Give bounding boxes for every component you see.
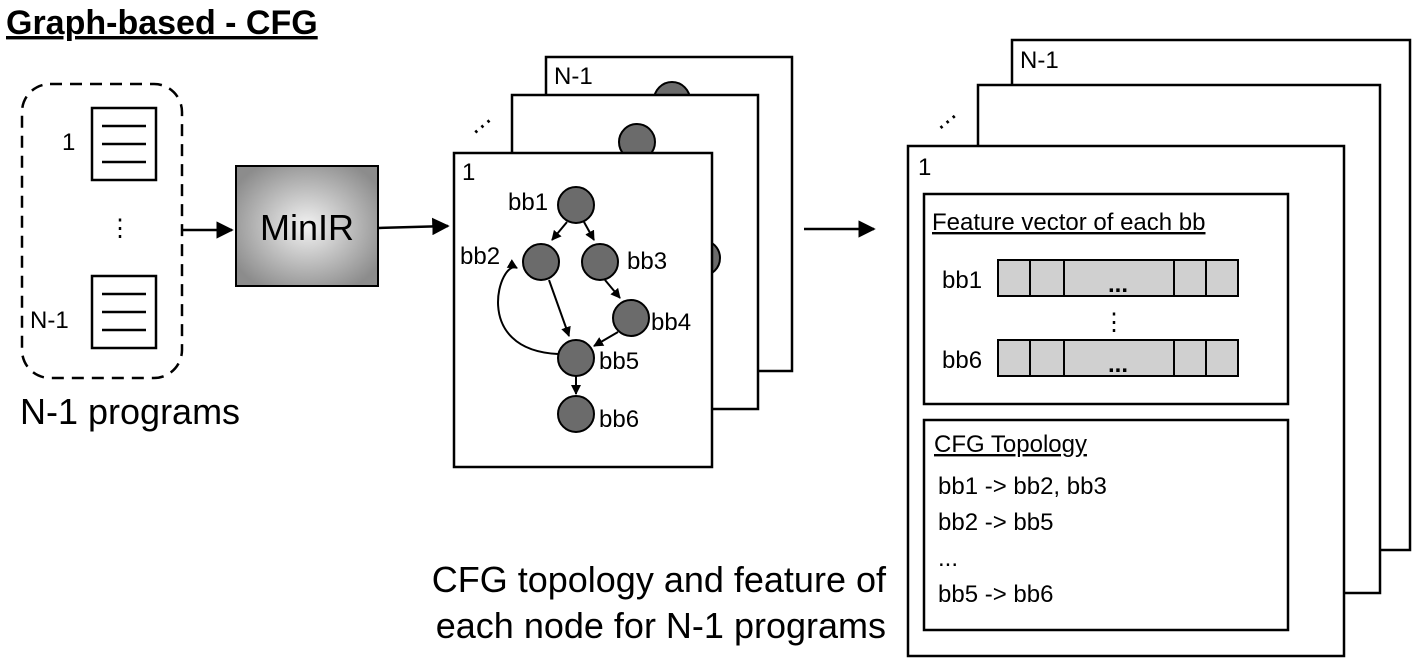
edge-bb5-bb2-back <box>497 259 559 355</box>
feature-row-label-bb6: bb6 <box>942 347 982 374</box>
feature-stack: N-1 ⋯ 1 Feature vector of each bb bb1 ..… <box>906 38 1412 658</box>
feature-vector-title: Feature vector of each bb <box>932 209 1206 236</box>
cfg-node-label-bb2: bb2 <box>460 243 500 270</box>
arrow-minir-to-cfg <box>377 217 450 236</box>
cfg-topology-title: CFG Topology <box>934 431 1087 458</box>
topology-line-3: ... <box>938 545 958 572</box>
program-index-first: 1 <box>62 129 75 156</box>
edge-bb2-bb5 <box>548 279 571 337</box>
cfg-node-bb6 <box>557 395 595 433</box>
cfg-node-label-bb6: bb6 <box>599 406 639 433</box>
feature-vector-bb6: ... <box>997 339 1239 378</box>
edge-bb3-bb4 <box>604 279 621 299</box>
cfg-node-bb4 <box>612 299 650 337</box>
cfg-stack-ellipsis: ⋯ <box>464 108 500 144</box>
cfg-stack: N-1 ⋯ 1 bb1 bb2 bb3 bb4 bb5 bb6 <box>452 55 794 469</box>
document-icon-first <box>90 106 158 182</box>
feature-vector-bb1-ellipsis: ... <box>1108 271 1128 298</box>
cfg-page-front-label: 1 <box>462 159 475 186</box>
programs-vertical-dots: ⋮ <box>108 215 132 242</box>
programs-group: 1 ⋮ N-1 N-1 programs <box>20 82 240 432</box>
cfg-node-bb1 <box>557 186 595 224</box>
feature-row-label-bb1: bb1 <box>942 267 982 294</box>
edge-bb1-bb3 <box>583 221 595 241</box>
diagram-title: Graph-based - CFG <box>6 4 318 42</box>
minir-label: MinIR <box>260 207 354 248</box>
cfg-node-label-bb5: bb5 <box>599 348 639 375</box>
cfg-topology-box: CFG Topology bb1 -> bb2, bb3 bb2 -> bb5 … <box>922 418 1290 632</box>
edge-bb1-bb2 <box>551 221 568 241</box>
topology-line-2: bb2 -> bb5 <box>938 509 1053 536</box>
edge-bb4-bb5 <box>593 331 619 347</box>
feature-stack-ellipsis: ⋯ <box>930 104 966 140</box>
topology-line-4: bb5 -> bb6 <box>938 581 1053 608</box>
caption-line-1: CFG topology and feature of <box>432 559 887 600</box>
cfg-node-bb3 <box>581 243 619 281</box>
cfg-node-bb2 <box>522 243 560 281</box>
cfg-node-bb5 <box>557 339 595 377</box>
feature-vertical-dots: ⋮ <box>1102 309 1126 336</box>
cfg-page-back-label: N-1 <box>554 63 593 90</box>
cfg-node-label-bb4: bb4 <box>651 309 691 336</box>
cfg-node-label-bb1: bb1 <box>508 189 548 216</box>
feature-page-front-label: 1 <box>918 154 931 181</box>
feature-page-back-label: N-1 <box>1020 47 1059 74</box>
feature-vector-bb6-ellipsis: ... <box>1108 351 1128 378</box>
feature-vector-bb1: ... <box>997 259 1239 298</box>
topology-line-1: bb1 -> bb2, bb3 <box>938 473 1107 500</box>
caption-line-2: each node for N-1 programs <box>436 605 886 646</box>
programs-caption: N-1 programs <box>20 391 240 432</box>
minir-box: MinIR <box>235 165 379 287</box>
cfg-node-label-bb3: bb3 <box>627 248 667 275</box>
program-index-last: N-1 <box>30 307 69 334</box>
feature-vector-box: Feature vector of each bb bb1 ... ⋮ bb6 … <box>922 192 1290 406</box>
document-icon-last <box>90 274 158 350</box>
